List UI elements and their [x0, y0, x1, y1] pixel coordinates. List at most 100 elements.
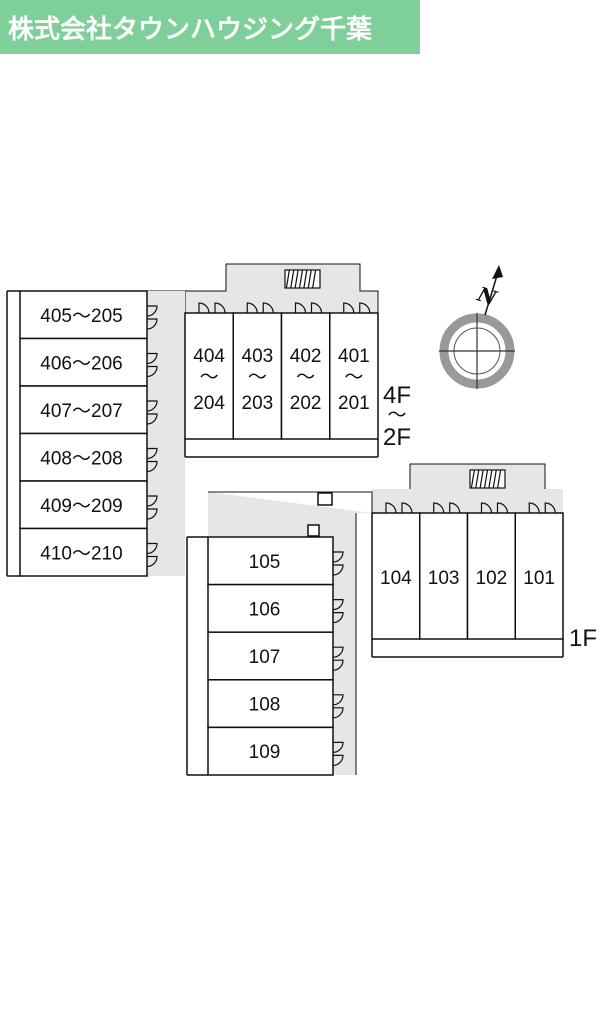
floor-label: ～ — [387, 405, 406, 426]
unit-label: 106 — [249, 599, 281, 620]
door-icon — [146, 413, 158, 425]
unit-label: 108 — [249, 695, 281, 716]
compass-needle — [457, 345, 497, 357]
door-icon — [544, 502, 556, 514]
unit-label: ～ — [344, 367, 363, 388]
unit-label: 105 — [249, 552, 281, 573]
door-icon — [146, 365, 158, 378]
unit-label: ～ — [200, 367, 219, 388]
door-icon — [343, 302, 355, 314]
unit-label: 410～210 — [40, 543, 122, 564]
door-icon — [310, 302, 323, 314]
door-icon — [146, 542, 158, 555]
stair-step — [285, 269, 290, 289]
door-icon — [480, 502, 493, 514]
door-icon — [146, 460, 158, 473]
unit-room — [329, 312, 379, 440]
unit-room — [184, 312, 234, 440]
unit-label: 408～208 — [40, 448, 122, 469]
floor-label: 4F — [383, 382, 411, 409]
unit-room — [232, 312, 283, 440]
unit-room — [466, 512, 516, 640]
unit-label: 202 — [290, 393, 322, 414]
unit-label: ～ — [296, 367, 315, 388]
door-icon — [332, 754, 344, 766]
door-icon — [332, 659, 344, 671]
ground-corridor-edge — [208, 491, 373, 513]
door-icon — [146, 352, 158, 365]
stair-step — [475, 469, 480, 489]
stair-step — [303, 269, 308, 289]
door-icon — [146, 447, 158, 460]
ground-corridor — [208, 464, 563, 775]
stair-step — [294, 269, 299, 289]
unit-label: 204 — [193, 393, 225, 414]
door-icon — [262, 302, 274, 314]
unit-room — [207, 631, 334, 681]
door-icon — [146, 305, 158, 317]
door-icon — [146, 400, 158, 412]
unit-label: 406～206 — [40, 353, 122, 374]
stair-step — [492, 469, 497, 489]
compass-north-label: N — [474, 281, 500, 310]
door-icon — [496, 502, 509, 514]
stair-step — [298, 269, 304, 289]
door-icon — [528, 502, 540, 514]
door-icon — [332, 599, 344, 611]
upper-corridor-west — [147, 291, 185, 576]
stair-step — [488, 469, 493, 489]
door-icon — [332, 741, 344, 753]
unit-label: 405～205 — [40, 306, 122, 327]
unit-label: 102 — [476, 568, 508, 589]
door-icon — [214, 302, 226, 314]
door-icon — [332, 646, 344, 658]
stair-step — [312, 269, 317, 289]
door-icon — [146, 495, 158, 507]
unit-label: 101 — [523, 568, 555, 589]
door-icon — [385, 502, 397, 514]
unit-label: 404 — [193, 346, 225, 367]
unit-room — [19, 432, 148, 482]
door-icon — [449, 502, 461, 514]
unit-label: 104 — [380, 568, 412, 589]
unit-label: 407～207 — [40, 401, 122, 422]
unit-label: ～ — [248, 367, 267, 388]
door-icon — [332, 612, 344, 624]
door-icon — [332, 551, 344, 563]
utility-box — [307, 524, 320, 537]
unit-label: 103 — [428, 568, 460, 589]
unit-room — [207, 583, 334, 633]
unit-label: 402 — [290, 346, 322, 367]
unit-room — [207, 726, 334, 776]
stair-step — [497, 469, 502, 489]
utility-box — [317, 492, 333, 506]
unit-label: 403 — [242, 346, 274, 367]
stair-step — [479, 469, 484, 489]
door-icon — [433, 502, 445, 514]
stair-step — [307, 269, 312, 289]
door-icon — [146, 508, 158, 520]
unit-label: 401 — [338, 346, 370, 367]
floor-label: 1F — [569, 625, 597, 652]
stair-step — [470, 469, 475, 489]
unit-room — [207, 679, 334, 729]
company-name: 株式会社タウンハウジング千葉 — [8, 15, 373, 45]
floor-label: 2F — [383, 424, 411, 451]
unit-room — [19, 385, 148, 435]
door-icon — [294, 302, 307, 314]
door-icon — [332, 694, 344, 706]
unit-label: 201 — [338, 393, 370, 414]
unit-label: 409～209 — [40, 496, 122, 517]
door-icon — [359, 302, 371, 314]
unit-label: 109 — [249, 742, 281, 763]
unit-room — [207, 536, 334, 586]
ground-stairs — [469, 469, 506, 489]
company-banner: 株式会社タウンハウジング千葉 — [0, 0, 420, 54]
door-icon — [332, 707, 344, 719]
unit-label: 203 — [242, 393, 274, 414]
ground-landing-edge — [409, 463, 546, 489]
unit-label: 107 — [249, 647, 281, 668]
door-icon — [332, 564, 344, 576]
door-icon — [146, 318, 158, 330]
door-icon — [146, 555, 158, 568]
